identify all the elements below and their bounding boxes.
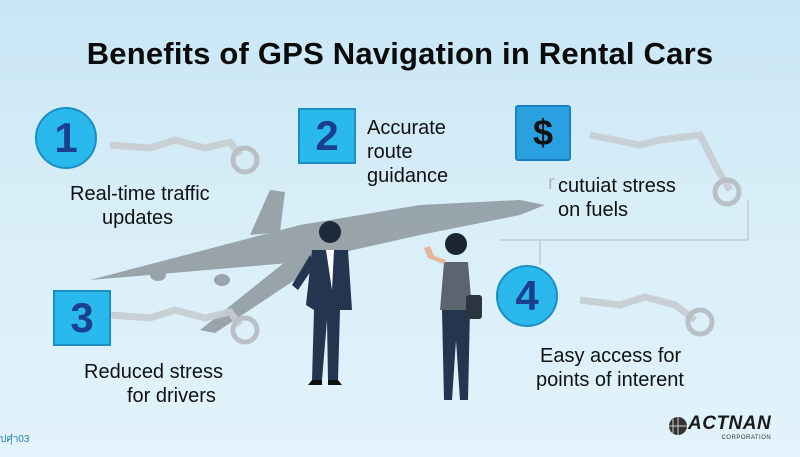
logo-name: ACTNAN [688, 413, 772, 434]
number-badge-2: 2 [298, 108, 356, 164]
company-logo: ACTNAN CORPORATION [668, 413, 771, 441]
label-line: on fuels [558, 199, 629, 221]
benefit-label-fuel: cutuiat stress on fuels [558, 174, 676, 222]
label-line: Accurate [367, 117, 446, 139]
number-badge-3: 3 [53, 290, 111, 346]
benefit-label-4: Easy access for points of interent [536, 344, 684, 392]
benefit-label-2: Accurate route guidance [367, 116, 448, 188]
benefit-label-3: Reduced stress for drivers [84, 360, 223, 408]
benefit-label-1: Real-time traffic updates [70, 182, 210, 230]
page-title: Benefits of GPS Navigation in Rental Car… [86, 36, 714, 71]
number-badge-1: 1 [35, 107, 97, 169]
globe-icon [669, 417, 687, 435]
label-line: route [367, 141, 413, 163]
label-line: Real-time traffic [70, 183, 210, 205]
dollar-icon: $ [515, 105, 571, 161]
ghost-text: r [548, 172, 555, 194]
footer-text: ปศุ๋า03 [0, 434, 30, 445]
number-badge-4: 4 [496, 265, 558, 327]
label-line: Easy access for [540, 345, 682, 367]
label-line: Reduced stress [84, 361, 223, 383]
label-line: for drivers [127, 385, 216, 407]
logo-sub: CORPORATION [721, 435, 772, 441]
label-line: cutuiat stress [558, 175, 676, 197]
label-line: updates [102, 207, 174, 229]
label-line: points of interent [536, 369, 684, 391]
label-line: guidance [367, 165, 449, 187]
